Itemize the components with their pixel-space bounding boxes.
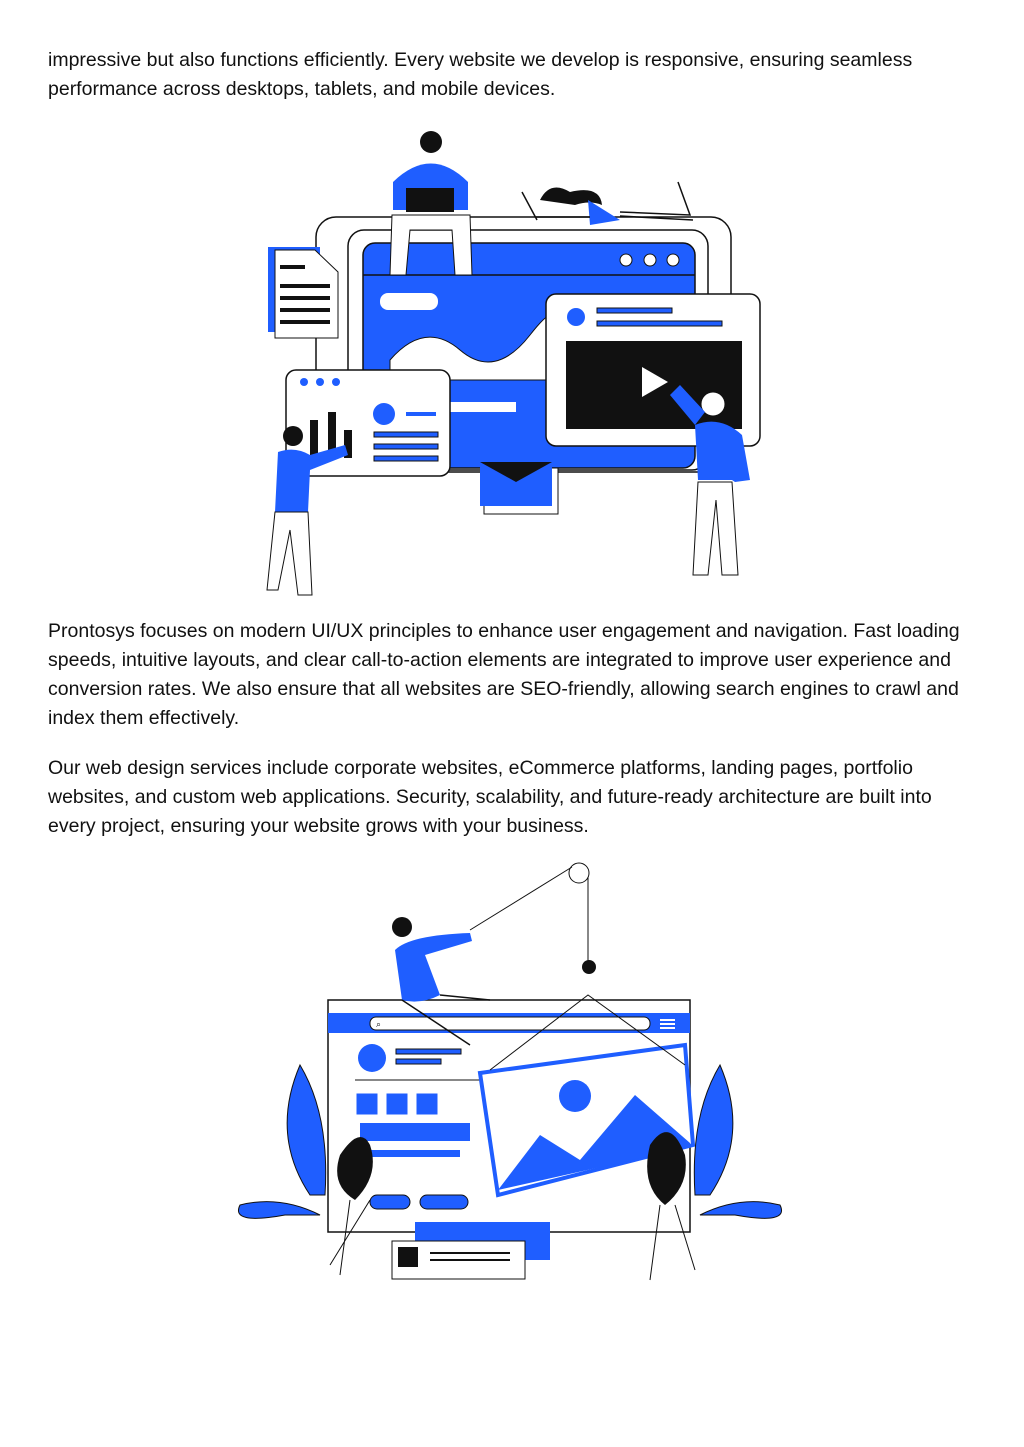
web-design-illustration: ⌕ [238,862,782,1281]
paragraph-ux: Prontosys focuses on modern UI/UX princi… [48,620,960,729]
paragraph-intro: impressive but also functions efficientl… [48,49,913,100]
web-development-illustration [266,131,761,596]
paragraph-services: Our web design services include corporat… [48,757,932,837]
search-icon: ⌕ [376,1019,381,1029]
